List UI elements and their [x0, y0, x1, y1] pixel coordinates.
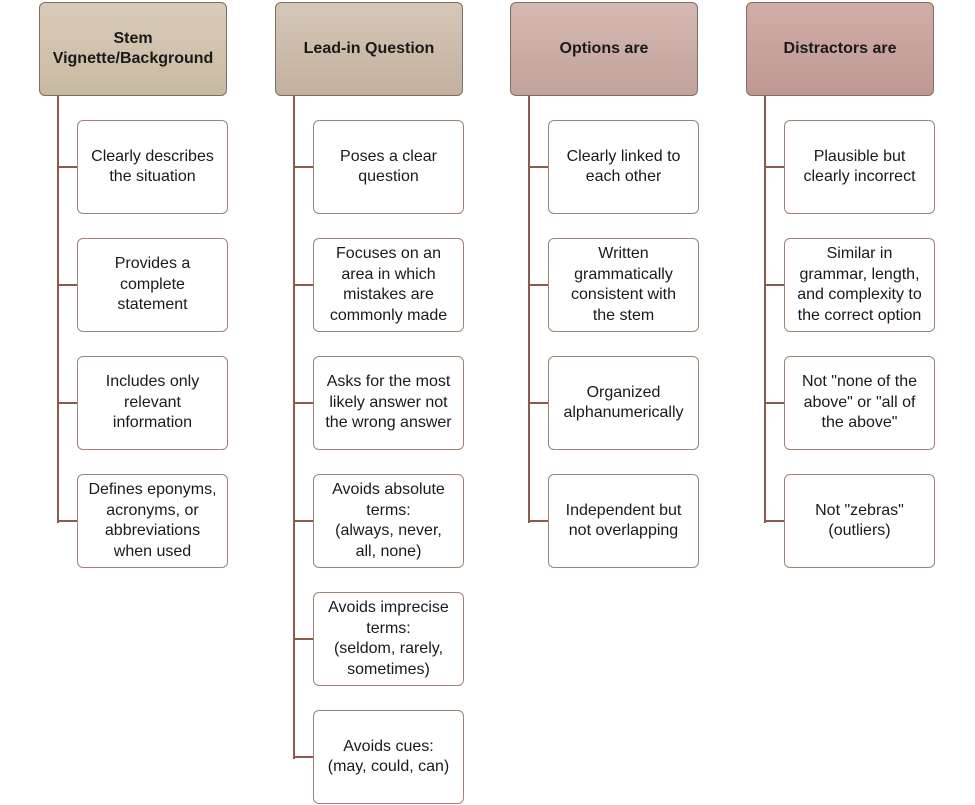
connector-branch: [764, 284, 785, 286]
connector-spine: [528, 96, 530, 523]
lead-in-item-clear-question: Poses a clear question: [313, 120, 464, 214]
stem-item-defines-eponyms: Defines eponyms, acronyms, or abbreviati…: [77, 474, 228, 568]
stem-item-relevant-information: Includes only relevant information: [77, 356, 228, 450]
header-options: Options are: [510, 2, 698, 96]
header-lead-in: Lead-in Question: [275, 2, 463, 96]
options-item-organized: Organized alphanumerically: [548, 356, 699, 450]
connector-branch: [293, 166, 314, 168]
connector-branch: [293, 638, 314, 640]
options-item-independent: Independent but not overlapping: [548, 474, 699, 568]
header-options-label: Options are: [559, 40, 649, 57]
column-distractors: Distractors are Plausible but clearly in…: [746, 0, 975, 805]
lead-in-item-most-likely-answer: Asks for the most likely answer not the …: [313, 356, 464, 450]
column-stem: Stem Vignette/Background Clearly describ…: [39, 0, 269, 805]
connector-branch: [528, 402, 549, 404]
distractors-item-zebras: Not "zebras" (outliers): [784, 474, 935, 568]
connector-branch: [764, 520, 785, 522]
stem-item-complete-statement: Provides a complete statement: [77, 238, 228, 332]
connector-branch: [293, 520, 314, 522]
connector-spine: [764, 96, 766, 523]
lead-in-item-common-mistakes: Focuses on an area in which mistakes are…: [313, 238, 464, 332]
header-distractors-label: Distractors are: [783, 40, 897, 57]
options-item-grammatical: Written grammatically consistent with th…: [548, 238, 699, 332]
connector-branch: [293, 402, 314, 404]
connector-spine: [293, 96, 295, 759]
connector-branch: [57, 520, 78, 522]
options-item-linked: Clearly linked to each other: [548, 120, 699, 214]
connector-spine: [57, 96, 59, 523]
connector-branch: [764, 166, 785, 168]
distractors-item-similar: Similar in grammar, length, and complexi…: [784, 238, 935, 332]
connector-branch: [528, 166, 549, 168]
lead-in-item-avoids-cues: Avoids cues: (may, could, can): [313, 710, 464, 804]
lead-in-item-imprecise-terms: Avoids imprecise terms: (seldom, rarely,…: [313, 592, 464, 686]
lead-in-item-absolute-terms: Avoids absolute terms: (always, never, a…: [313, 474, 464, 568]
column-options: Options are Clearly linked to each other…: [510, 0, 740, 805]
connector-branch: [293, 284, 314, 286]
connector-branch: [57, 166, 78, 168]
header-distractors: Distractors are: [746, 2, 934, 96]
stem-item-describes-situation: Clearly describes the situation: [77, 120, 228, 214]
connector-branch: [764, 402, 785, 404]
header-stem: Stem Vignette/Background: [39, 2, 227, 96]
connector-branch: [528, 520, 549, 522]
distractors-item-none-all-above: Not "none of the above" or "all of the a…: [784, 356, 935, 450]
column-lead-in: Lead-in Question Poses a clear question …: [275, 0, 505, 805]
connector-branch: [57, 402, 78, 404]
header-lead-in-label: Lead-in Question: [303, 40, 435, 57]
header-stem-label: Stem Vignette/Background: [52, 30, 214, 67]
distractors-item-plausible: Plausible but clearly incorrect: [784, 120, 935, 214]
connector-branch: [528, 284, 549, 286]
connector-branch: [57, 284, 78, 286]
connector-branch: [293, 756, 314, 758]
